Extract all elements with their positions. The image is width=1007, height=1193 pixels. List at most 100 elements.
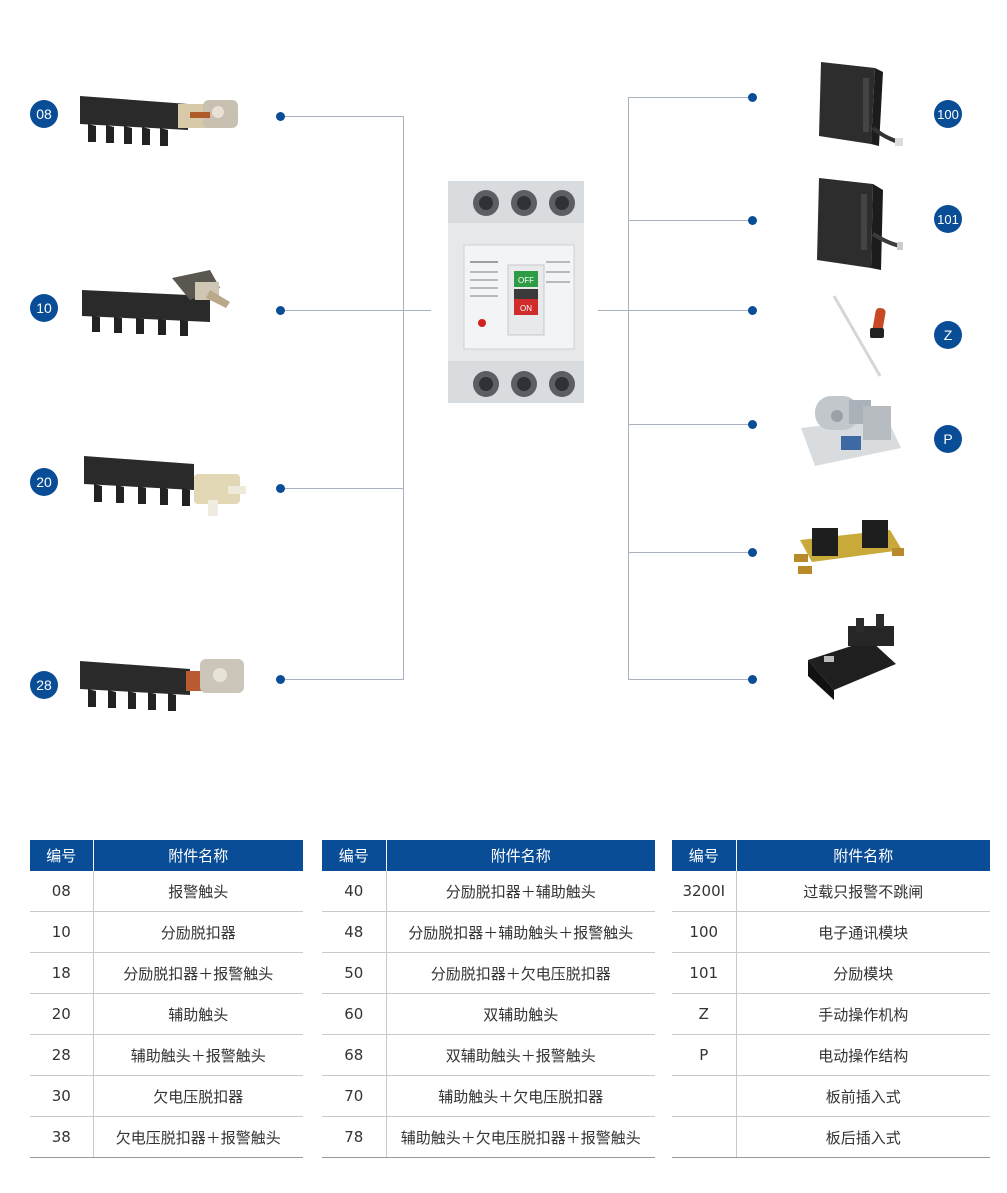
connector-dot [748, 216, 757, 225]
cell-accessory-name: 过载只报警不跳闸 [736, 871, 990, 912]
connector-dot [276, 306, 285, 315]
circuit-breaker-image: OFF ON [448, 181, 584, 403]
cell-accessory-name: 手动操作机构 [736, 993, 990, 1035]
cell-code [672, 1116, 737, 1158]
badge-101: 101 [934, 205, 962, 233]
connector-dot [748, 548, 757, 557]
connector-line [285, 488, 404, 489]
cell-code: 20 [30, 993, 94, 1035]
cell-code: 78 [322, 1116, 387, 1158]
cell-accessory-name: 辅助触头 [93, 993, 303, 1035]
cell-code [672, 1075, 737, 1117]
cell-accessory-name: 分励脱扣器 [93, 911, 303, 953]
table-row: 板后插入式 [672, 1116, 990, 1158]
cell-accessory-name: 分励脱扣器＋报警触头 [93, 952, 303, 994]
connector-dot [276, 112, 285, 121]
connector-dot [748, 675, 757, 684]
cell-accessory-name: 分励模块 [736, 952, 990, 994]
cell-code: 60 [322, 993, 387, 1035]
cell-accessory-name: 分励脱扣器＋辅助触头＋报警触头 [386, 911, 655, 953]
column-header-code: 编号 [322, 840, 387, 871]
connector-dot [276, 675, 285, 684]
cell-accessory-name: 分励脱扣器＋辅助触头 [386, 871, 655, 912]
cell-code: 08 [30, 871, 94, 912]
badge-20: 20 [30, 468, 58, 496]
column-header-code: 编号 [672, 840, 737, 871]
column-header-name: 附件名称 [736, 840, 990, 871]
cell-code: 30 [30, 1075, 94, 1117]
badge-28: 28 [30, 671, 58, 699]
connector-line [628, 97, 629, 680]
cell-accessory-name: 欠电压脱扣器 [93, 1075, 303, 1117]
shunt-module-image [817, 178, 903, 270]
cell-accessory-name: 辅助触头＋欠电压脱扣器 [386, 1075, 655, 1117]
cell-code: 70 [322, 1075, 387, 1117]
cell-code: 100 [672, 911, 737, 953]
aux-alarm-contact-image [80, 659, 244, 711]
column-header-name: 附件名称 [93, 840, 303, 871]
badge-p: P [934, 425, 962, 453]
cell-code: 3200I [672, 871, 737, 912]
motor-operator-image [801, 396, 901, 466]
cell-code: 28 [30, 1034, 94, 1076]
cell-code: Z [672, 993, 737, 1035]
cell-accessory-name: 电动操作结构 [736, 1034, 990, 1076]
alarm-contact-image [80, 96, 238, 146]
connector-dot [748, 93, 757, 102]
connector-line [628, 552, 753, 553]
cell-code: 68 [322, 1034, 387, 1076]
front-plug-in-image [794, 520, 904, 574]
connector-dot [276, 484, 285, 493]
on-label: ON [520, 304, 532, 313]
badge-08: 08 [30, 100, 58, 128]
connector-line [628, 97, 753, 98]
cell-accessory-name: 报警触头 [93, 871, 303, 912]
cell-code: 101 [672, 952, 737, 994]
off-label: OFF [518, 276, 534, 285]
cell-accessory-name: 欠电压脱扣器＋报警触头 [93, 1116, 303, 1158]
cell-accessory-name: 辅助触头＋欠电压脱扣器＋报警触头 [386, 1116, 655, 1158]
cell-code: P [672, 1034, 737, 1076]
cell-accessory-name: 板前插入式 [736, 1075, 990, 1117]
auxiliary-contact-image [84, 456, 246, 516]
cell-code: 40 [322, 871, 387, 912]
connector-line [628, 220, 753, 221]
manual-handle-image [832, 295, 886, 377]
cell-accessory-name: 分励脱扣器＋欠电压脱扣器 [386, 952, 655, 994]
connector-line [285, 679, 404, 680]
column-header-code: 编号 [30, 840, 94, 871]
cell-accessory-name: 辅助触头＋报警触头 [93, 1034, 303, 1076]
cell-accessory-name: 电子通讯模块 [736, 911, 990, 953]
badge-10: 10 [30, 294, 58, 322]
connector-line [628, 310, 753, 311]
badge-100: 100 [934, 100, 962, 128]
table-row: 板前插入式 [672, 1075, 990, 1117]
connector-line [598, 310, 628, 311]
cell-code: 38 [30, 1116, 94, 1158]
connector-dot [748, 306, 757, 315]
connector-line [403, 116, 404, 680]
cell-accessory-name: 板后插入式 [736, 1116, 990, 1158]
cell-accessory-name: 双辅助触头 [386, 993, 655, 1035]
cell-code: 48 [322, 911, 387, 953]
